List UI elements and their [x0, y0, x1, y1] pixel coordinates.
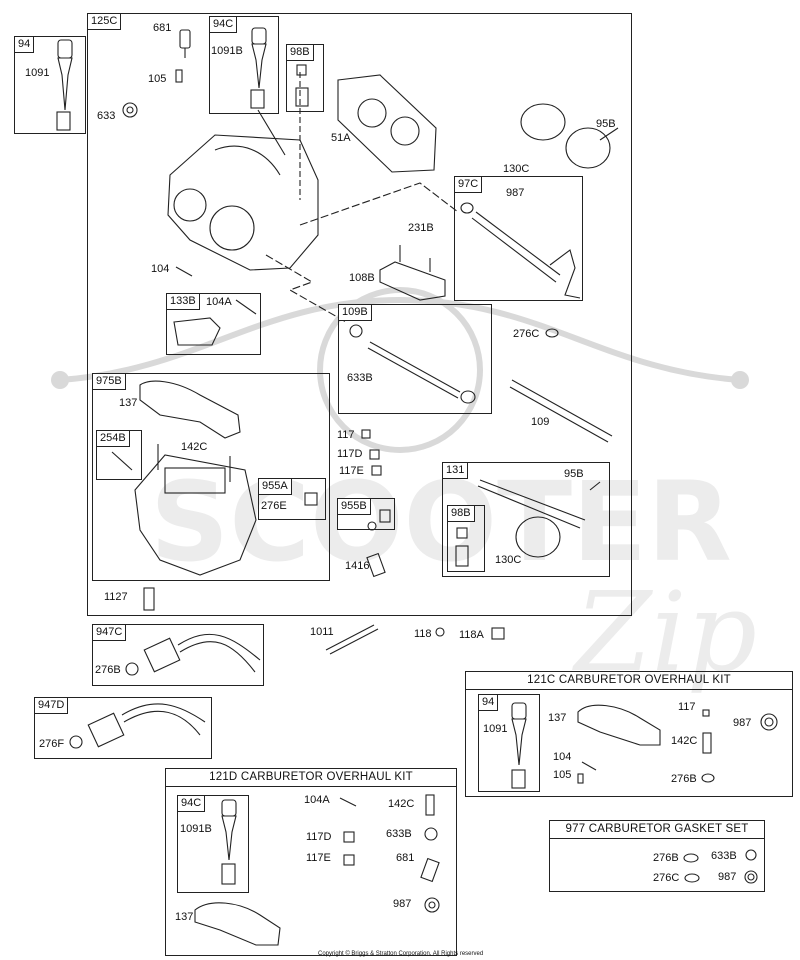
part-label: 142C: [671, 735, 698, 747]
frame-label-94: 94: [14, 36, 35, 53]
part-label: 117E: [339, 465, 364, 477]
part-label: 1091: [25, 67, 50, 79]
kit-121d-title: 121D CARBURETOR OVERHAUL KIT: [166, 769, 456, 787]
frame-94: [14, 36, 86, 134]
part-label: 276E: [261, 500, 287, 512]
frame-label-94c-kit: 94C: [177, 795, 206, 812]
svg-text:Zip: Zip: [572, 568, 757, 696]
part-label: 987: [718, 871, 737, 883]
part-label: 633: [97, 110, 116, 122]
part-label: 117D: [337, 448, 363, 460]
part-label: 109: [531, 416, 550, 428]
part-label: 117: [337, 429, 355, 441]
part-label: 987: [506, 187, 525, 199]
frame-94c: [209, 16, 279, 114]
part-label: 118: [414, 628, 432, 640]
part-label: 51A: [331, 132, 351, 144]
part-label: 633B: [711, 850, 737, 862]
part-label: 137: [175, 911, 194, 923]
frame-97c: [454, 176, 583, 301]
part-label: 1416: [345, 560, 370, 572]
frame-947c: [92, 624, 264, 686]
part-label: 142C: [181, 441, 208, 453]
frame-label-955a: 955A: [258, 478, 292, 495]
part-label: 142C: [388, 798, 415, 810]
part-label: 117: [678, 701, 696, 713]
frame-label-955b: 955B: [337, 498, 371, 515]
frame-label-947c: 947C: [92, 624, 127, 641]
copyright-notice: Copyright © Briggs & Stratton Corporatio…: [318, 951, 484, 957]
part-label: 105: [148, 73, 167, 85]
kit-121c-title: 121C CARBURETOR OVERHAUL KIT: [466, 672, 792, 690]
part-label: 276B: [653, 852, 679, 864]
part-label: 1091B: [211, 45, 243, 57]
part-label: 137: [119, 397, 138, 409]
frame-label-975b: 975B: [92, 373, 126, 390]
part-label: 108B: [349, 272, 375, 284]
frame-label-254b: 254B: [96, 430, 130, 447]
frame-125c: [87, 13, 632, 616]
frame-label-98b: 98B: [286, 44, 314, 61]
frame-label-133b: 133B: [166, 293, 200, 310]
part-label: 118A: [459, 629, 484, 641]
part-label: 1011: [310, 626, 334, 638]
part-label: 104A: [304, 794, 330, 806]
part-label: 117E: [306, 852, 331, 864]
frame-label-947d: 947D: [34, 697, 69, 714]
kit-977: 977 CARBURETOR GASKET SET: [549, 820, 765, 892]
part-label: 276C: [513, 328, 540, 340]
frame-label-109b: 109B: [338, 304, 372, 321]
frame-label-97c: 97C: [454, 176, 483, 193]
part-label: 117D: [306, 831, 332, 843]
part-label: 104: [553, 751, 572, 763]
kit-977-title: 977 CARBURETOR GASKET SET: [550, 821, 764, 839]
part-label: 276F: [39, 738, 65, 750]
part-label: 681: [153, 22, 172, 34]
kit-121d: 121D CARBURETOR OVERHAUL KIT: [165, 768, 457, 956]
part-label: 276B: [95, 664, 121, 676]
frame-label-94c: 94C: [209, 16, 238, 33]
part-label: 104A: [206, 296, 232, 308]
part-label: 681: [396, 852, 415, 864]
part-label: 987: [733, 717, 752, 729]
part-label: 231B: [408, 222, 434, 234]
frame-131: [442, 462, 610, 577]
part-label: 95B: [596, 118, 616, 130]
frame-label-131: 131: [442, 462, 469, 479]
part-label: 130C: [503, 163, 530, 175]
part-label: 1127: [104, 591, 128, 603]
frame-947d: [34, 697, 212, 759]
part-label: 130C: [495, 554, 522, 566]
part-label: 1091B: [180, 823, 212, 835]
part-label: 276C: [653, 872, 680, 884]
kit-121c: 121C CARBURETOR OVERHAUL KIT: [465, 671, 793, 797]
part-label: 1091: [483, 723, 508, 735]
frame-955a: [258, 478, 326, 520]
frame-94c-kit: [177, 795, 249, 893]
part-label: 987: [393, 898, 412, 910]
frame-94-kit: [478, 694, 540, 792]
frame-975b: [92, 373, 330, 581]
frame-label-125c: 125C: [87, 13, 122, 30]
part-label: 95B: [564, 468, 584, 480]
part-label: 276B: [671, 773, 697, 785]
part-label: 137: [548, 712, 567, 724]
frame-label-98b-lower: 98B: [447, 505, 475, 522]
frame-109b: [338, 304, 492, 414]
frame-133b: [166, 293, 261, 355]
part-label: 633B: [386, 828, 412, 840]
frame-label-94-kit: 94: [478, 694, 499, 711]
part-label: 105: [553, 769, 572, 781]
part-label: 104: [151, 263, 170, 275]
part-label: 633B: [347, 372, 373, 384]
